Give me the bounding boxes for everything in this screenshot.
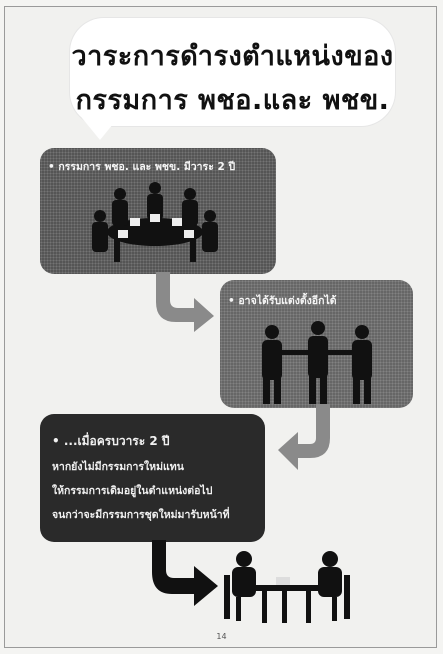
panel-3-line-1: • ...เมื่อครบวาระ 2 ปี — [52, 434, 170, 448]
handover-illustration — [224, 551, 350, 623]
title-line-1: วาระการดำรงตำแหน่งของ — [71, 41, 394, 72]
arrow-down-right-icon — [156, 272, 214, 332]
meeting-illustration — [92, 182, 218, 262]
title-bubble-tail — [82, 118, 118, 140]
appointment-illustration — [262, 321, 372, 404]
title-bubble — [70, 18, 395, 126]
arrow-down-left-icon — [278, 404, 330, 470]
panel-appointment: • อาจได้รับแต่งตั้งอีกได้ — [220, 280, 413, 408]
arrow-down-right-black-icon — [152, 540, 218, 606]
page-number: 14 — [216, 632, 227, 641]
panel-meeting: • กรรมการ พชอ. และ พชข. มีวาระ 2 ปี — [40, 148, 276, 274]
panel-term-continuation: • ...เมื่อครบวาระ 2 ปี หากยังไม่มีกรรมกา… — [40, 414, 265, 542]
panel-2-caption: • อาจได้รับแต่งตั้งอีกได้ — [228, 295, 337, 307]
panel-3-line-3: ให้กรรมการเดิมอยู่ในตำแหน่งต่อไป — [52, 485, 213, 497]
panel-3-line-2: หากยังไม่มีกรรมการใหม่แทน — [52, 461, 184, 473]
panel-1-caption: • กรรมการ พชอ. และ พชข. มีวาระ 2 ปี — [48, 161, 236, 173]
panel-3-line-4: จนกว่าจะมีกรรมการชุดใหม่มารับหน้าที่ — [52, 509, 230, 521]
title-line-2: กรรมการ พชอ.และ พชข. — [75, 85, 390, 116]
